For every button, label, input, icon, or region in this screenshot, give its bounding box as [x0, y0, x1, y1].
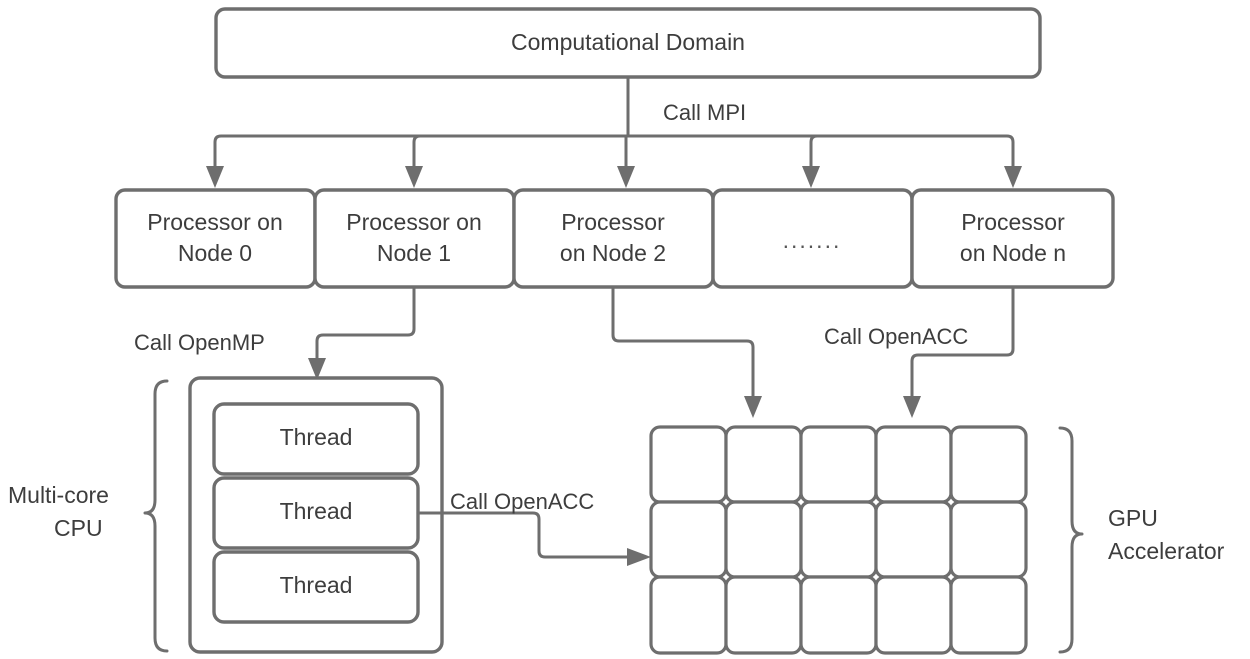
openmp-edge: Call OpenMP — [134, 285, 416, 380]
gpu-cell-r1-c2 — [799, 500, 878, 579]
gpu-cell-r1-c4 — [949, 500, 1028, 579]
multicore-cpu-group: Multi-core CPU Thread Thread Thread — [8, 376, 444, 654]
gpu-cell-r0-c3 — [874, 425, 953, 504]
thread-1: Thread — [212, 476, 420, 550]
gpu-brace — [1058, 426, 1084, 654]
gpu-cell-r1-c0 — [649, 500, 728, 579]
processor-node-0-line2: Node 0 — [178, 240, 252, 266]
processor-node-ellipsis: ....... — [711, 188, 914, 289]
gpu-cell-r2-c2 — [799, 575, 878, 655]
gpu-cell-r1-c3 — [874, 500, 953, 579]
call-openacc-cpu-label: Call OpenACC — [450, 489, 594, 514]
multicore-cpu-label-line1: Multi-core — [8, 482, 109, 508]
computational-domain-node: Computational Domain — [214, 7, 1042, 79]
thread-0-label: Thread — [280, 424, 353, 450]
processor-node-n: Processor on Node n — [910, 188, 1115, 289]
openacc-noden-edge: Call OpenACC — [824, 285, 1015, 418]
thread-1-label: Thread — [280, 498, 353, 524]
mpi-distribution-edges: Call MPI — [206, 75, 1022, 188]
processor-node-n-line2: on Node n — [960, 240, 1066, 266]
gpu-cell-r2-c4 — [949, 575, 1028, 655]
openmp-arrowhead — [308, 358, 326, 380]
thread-0-box — [212, 402, 420, 476]
thread-2-box — [212, 550, 420, 624]
processor-row: Processor on Node 0 Processor on Node 1 … — [114, 188, 1115, 289]
processor-node-0: Processor on Node 0 — [114, 188, 317, 289]
openacc-node2-edge — [611, 285, 762, 418]
thread-0: Thread — [212, 402, 420, 476]
thread-2-label: Thread — [280, 572, 353, 598]
call-mpi-label: Call MPI — [663, 100, 746, 125]
mpi-branch-1 — [412, 134, 422, 172]
gpu-accelerator-group: GPU Accelerator — [1058, 426, 1225, 654]
processor-node-1-line2: Node 1 — [377, 240, 451, 266]
processor-node-n-box — [910, 188, 1115, 289]
processor-node-2-line1: Processor — [561, 209, 665, 235]
mpi-bus — [213, 134, 1015, 172]
computational-domain-label: Computational Domain — [511, 29, 745, 55]
call-openmp-label: Call OpenMP — [134, 330, 265, 355]
gpu-cell-r0-c0 — [649, 425, 728, 504]
mpi-arrowhead-0 — [206, 166, 224, 188]
gpu-cell-r2-c1 — [724, 575, 803, 655]
processor-node-ellipsis-label: ....... — [783, 227, 842, 253]
openacc-node2-arrowhead — [744, 396, 762, 418]
mpi-branch-3 — [809, 134, 819, 172]
multicore-cpu-label-line2: CPU — [54, 515, 103, 541]
gpu-cell-r2-c0 — [649, 575, 728, 655]
processor-node-2: Processor on Node 2 — [512, 188, 715, 289]
openacc-node2-edge-path — [611, 285, 755, 402]
processor-node-0-box — [114, 188, 317, 289]
processor-node-0-line1: Processor on — [147, 209, 283, 235]
processor-node-2-line2: on Node 2 — [560, 240, 666, 266]
gpu-grid — [649, 425, 1028, 655]
processor-node-1-box — [313, 188, 516, 289]
gpu-cell-r0-c4 — [949, 425, 1028, 504]
mpi-arrowhead-2 — [617, 166, 635, 188]
openacc-cpu-gpu-edge: Call OpenACC — [416, 489, 651, 566]
processor-node-1-line1: Processor on — [346, 209, 482, 235]
openacc-noden-arrowhead — [903, 396, 921, 418]
openacc-noden-edge-path — [910, 285, 1015, 402]
cpu-brace — [143, 379, 169, 653]
openacc-cpu-gpu-path — [416, 511, 633, 559]
openmp-edge-path — [315, 285, 416, 364]
processor-node-2-box — [512, 188, 715, 289]
call-openacc-node-label: Call OpenACC — [824, 324, 968, 349]
gpu-cell-r2-c3 — [874, 575, 953, 655]
processor-node-n-line1: Processor — [961, 209, 1065, 235]
gpu-cell-r0-c1 — [724, 425, 803, 504]
mpi-arrowhead-4 — [1004, 166, 1022, 188]
gpu-cell-r0-c2 — [799, 425, 878, 504]
processor-node-1: Processor on Node 1 — [313, 188, 516, 289]
gpu-cell-r1-c1 — [724, 500, 803, 579]
gpu-accelerator-label-line1: GPU — [1108, 505, 1158, 531]
mpi-arrowhead-3 — [802, 166, 820, 188]
mpi-arrowhead-1 — [405, 166, 423, 188]
openacc-cpu-gpu-arrowhead — [627, 548, 651, 566]
thread-2: Thread — [212, 550, 420, 624]
gpu-accelerator-label-line2: Accelerator — [1108, 538, 1225, 564]
